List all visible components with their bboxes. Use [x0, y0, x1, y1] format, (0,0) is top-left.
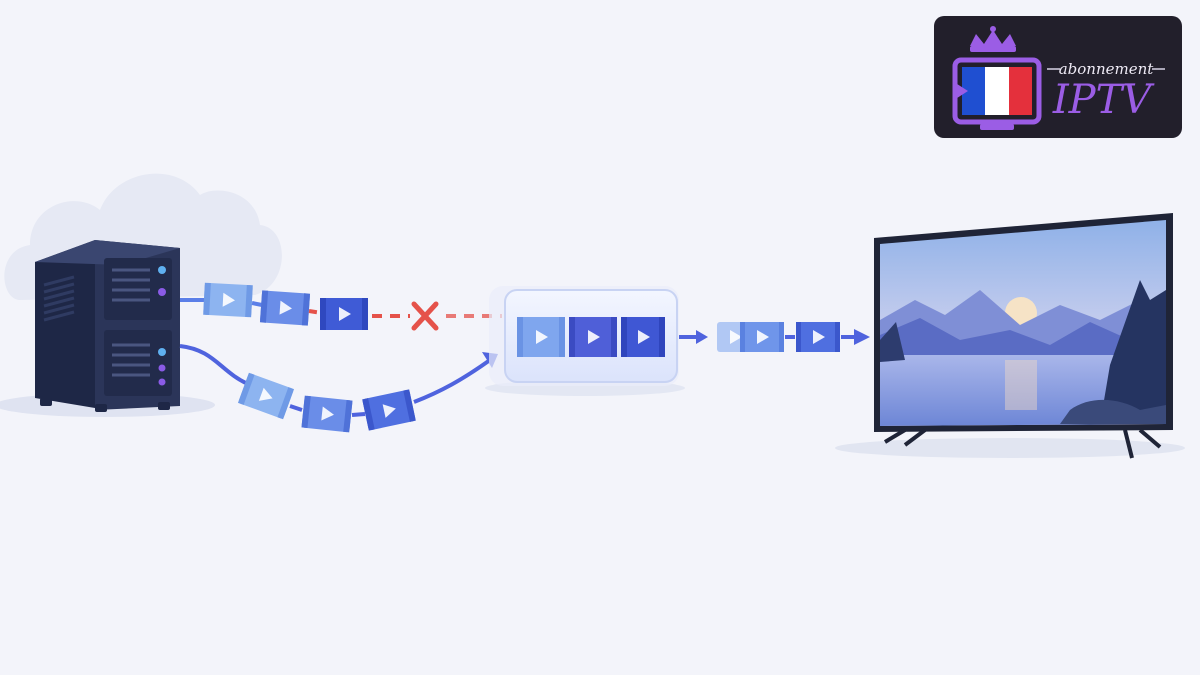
logo-title: IPTV	[1052, 77, 1155, 123]
crown-icon	[970, 26, 1016, 52]
video-frame-icon	[320, 298, 368, 330]
arrow-icon	[854, 329, 870, 345]
server-icon	[0, 240, 215, 417]
failed-connection-x-icon	[411, 301, 439, 331]
video-frame-icon	[259, 290, 311, 326]
video-frame-icon	[301, 395, 353, 433]
video-frame-icon	[740, 322, 784, 352]
video-frame-icon	[362, 389, 416, 431]
brand-logo: abonnement IPTV	[934, 16, 1182, 138]
video-frame-icon	[796, 322, 840, 352]
tv-screen-landscape	[880, 220, 1166, 426]
video-frame-icon	[621, 317, 665, 357]
buffer-box-icon	[485, 286, 685, 396]
tv-flag-icon	[952, 57, 1042, 130]
video-frame-icon	[237, 372, 295, 420]
failed-stream-path	[180, 282, 502, 331]
video-frame-icon	[517, 317, 565, 357]
video-frame-icon	[203, 282, 253, 318]
tv-icon	[835, 213, 1185, 459]
logo-subtitle: abonnement	[1059, 60, 1155, 78]
video-frame-icon	[569, 317, 617, 357]
working-stream-path	[179, 344, 498, 433]
output-stream-path	[679, 322, 870, 352]
